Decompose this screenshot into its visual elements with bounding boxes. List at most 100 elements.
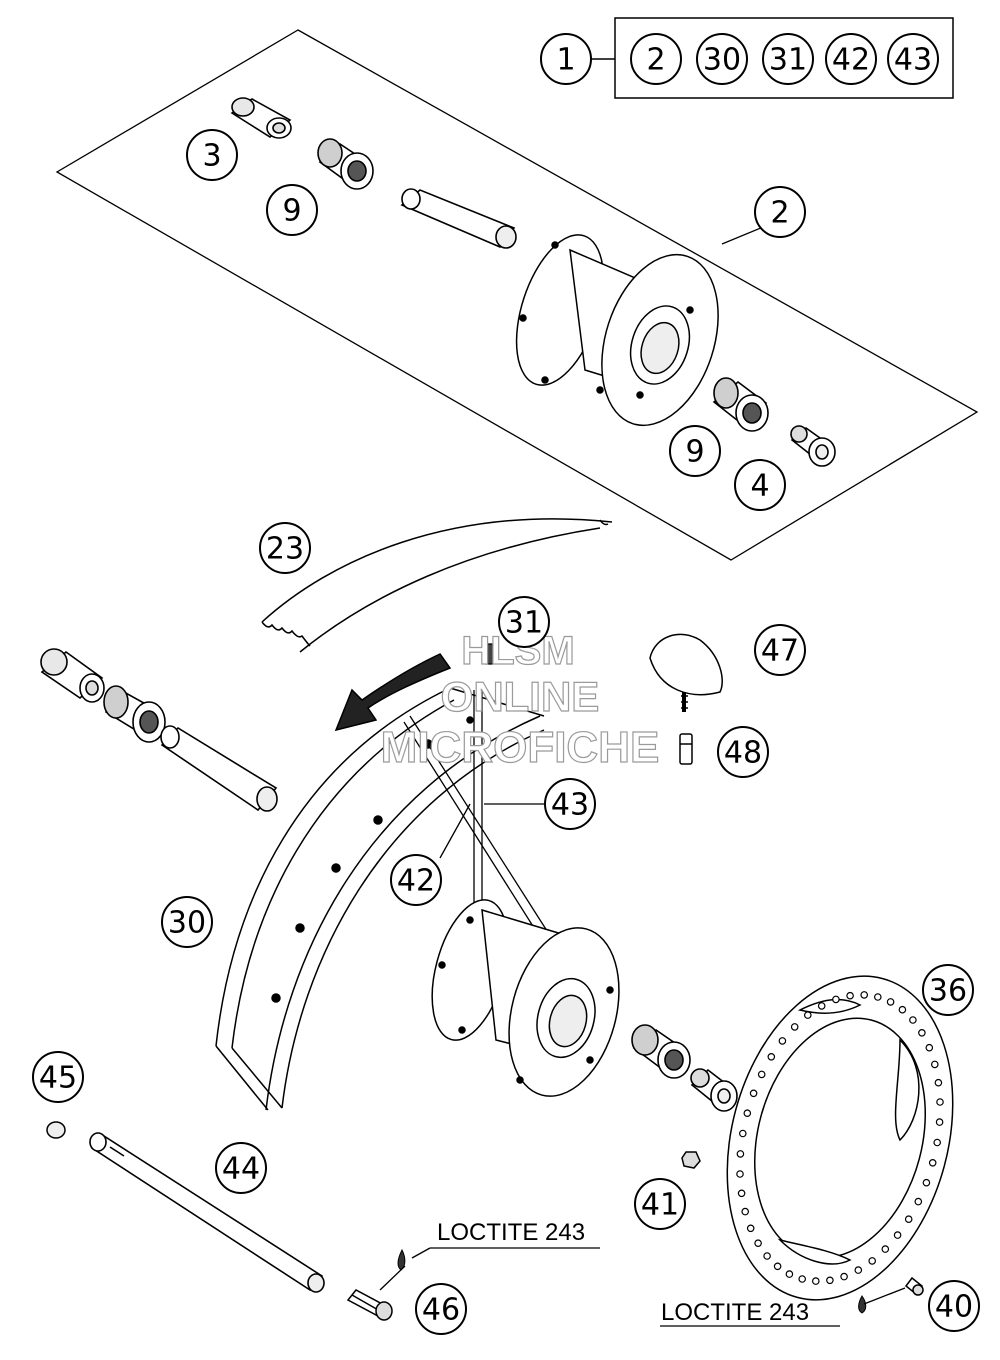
loctite-note-left: LOCTITE 243 (437, 1219, 585, 1246)
bolt-part-46 (346, 1289, 393, 1321)
callout-circle (717, 726, 769, 778)
disc-hole (846, 991, 854, 1000)
callout-label: 31 (769, 43, 807, 78)
disc-hole (757, 1070, 766, 1079)
kit-contents-box (614, 17, 954, 99)
callout-circle (634, 1178, 686, 1230)
callout-label: 1 (556, 43, 575, 78)
disc-hole (854, 1266, 863, 1274)
disc-hole (873, 993, 882, 1001)
rim-lock-part-47 (649, 633, 723, 712)
callout-c42: 42 (390, 854, 442, 906)
callout-circle (498, 596, 550, 648)
callout-c47: 47 (754, 624, 806, 676)
bearing-right (631, 1024, 691, 1079)
callout-c3: 3 (186, 129, 238, 181)
distance-tube-top (400, 188, 517, 249)
loctite-drop-right-icon (858, 1295, 867, 1314)
callout-c9-bottom: 9 (669, 425, 721, 477)
nipple-part-31 (483, 643, 495, 665)
callout-c43-kit: 43 (887, 33, 939, 85)
callout-c44: 44 (215, 1142, 267, 1194)
callout-label: 43 (551, 788, 589, 823)
callout-c1: 1 (540, 33, 592, 85)
callout-label: 9 (282, 194, 301, 229)
disc-hole (925, 1043, 934, 1052)
disc-hole (754, 1239, 762, 1248)
distance-tube-left (160, 725, 278, 812)
callout-c31: 31 (498, 596, 550, 648)
callout-label: 42 (832, 43, 870, 78)
callout-label: 44 (222, 1152, 260, 1187)
callout-circle (259, 522, 311, 574)
callout-circle (696, 33, 748, 85)
disc-hole (763, 1252, 771, 1260)
disc-hole (935, 1118, 944, 1126)
removal-direction-arrow-icon (334, 653, 452, 732)
callout-c23: 23 (259, 522, 311, 574)
callout-circle (630, 33, 682, 85)
callout-circle (928, 1280, 980, 1332)
disc-hole (736, 1150, 745, 1158)
axle-part-44 (89, 1132, 325, 1293)
brake-disc-part-36 (726, 975, 954, 1301)
callout-c41: 41 (634, 1178, 686, 1230)
callout-label: 41 (641, 1188, 679, 1223)
disc-hole (832, 995, 840, 1004)
disc-hole (785, 1270, 794, 1278)
callout-circle (32, 1051, 84, 1103)
disc-hole (803, 1011, 812, 1019)
disc-hole (868, 1257, 877, 1265)
callout-c2: 2 (754, 186, 806, 238)
loctite-note-right: LOCTITE 243 (661, 1299, 809, 1326)
disc-hole (738, 1129, 747, 1138)
disc-hole (914, 1197, 923, 1206)
callout-label: 40 (935, 1290, 973, 1325)
callout-label: 2 (646, 43, 665, 78)
callout-label: 2 (770, 196, 789, 231)
watermark-line2: ONLINE (441, 673, 600, 720)
callout-label: 3 (202, 139, 221, 174)
leader-42 (439, 803, 471, 859)
callout-circle (669, 425, 721, 477)
disc-hole (767, 1053, 776, 1061)
disc-hole (749, 1089, 758, 1098)
hub-assembly-panel (55, 29, 979, 561)
rim-tape-part-23 (261, 518, 613, 653)
nut-part-48 (679, 733, 693, 765)
disc-hole (922, 1178, 931, 1187)
disc-hole (909, 1016, 917, 1024)
hub-assembled (431, 899, 620, 1097)
callout-c36: 36 (922, 964, 974, 1016)
callout-c46: 46 (415, 1283, 467, 1335)
disc-hole (860, 991, 869, 999)
callout-circle (186, 129, 238, 181)
spacer-part-3 (230, 97, 292, 139)
callout-c2-kit: 2 (630, 33, 682, 85)
callout-circle (734, 459, 786, 511)
disc-hole (746, 1224, 755, 1233)
callout-label: 46 (422, 1293, 460, 1328)
callout-label: 45 (39, 1061, 77, 1096)
spacer-left (40, 648, 105, 703)
callout-circle (544, 778, 596, 830)
disc-hole (778, 1037, 787, 1045)
callout-c30-kit: 30 (696, 33, 748, 85)
callout-circle (415, 1283, 467, 1335)
callout-label: 30 (703, 43, 741, 78)
spacer-right (690, 1068, 738, 1112)
disc-hole (840, 1272, 848, 1281)
disc-hole (898, 1005, 907, 1014)
callout-circle (754, 186, 806, 238)
disc-hole (826, 1276, 834, 1285)
disc-hole (904, 1215, 913, 1224)
callout-c9-top: 9 (266, 184, 318, 236)
callout-circle (887, 33, 939, 85)
callout-circle (215, 1142, 267, 1194)
callout-c40: 40 (928, 1280, 980, 1332)
disc-hole (741, 1207, 750, 1216)
disc-hole (798, 1275, 807, 1283)
callout-circle (762, 33, 814, 85)
